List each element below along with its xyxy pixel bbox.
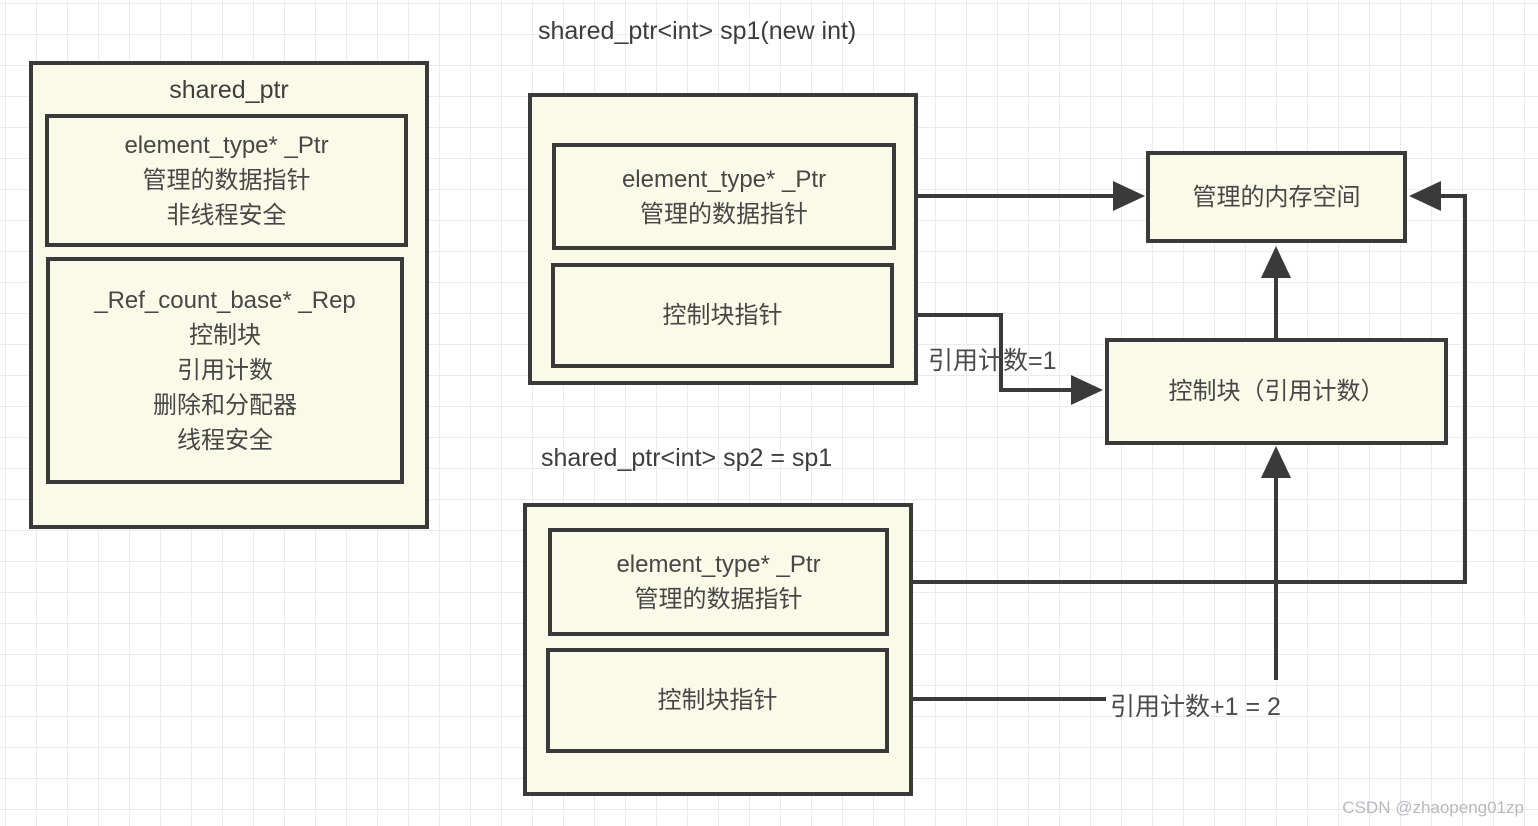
arrowhead-up-into-control [1261,446,1291,478]
sp1-ctrl-box: 控制块指针 [551,263,894,368]
sp2-ctrl-line: 控制块指针 [657,687,778,714]
shared-ptr-rep-field-box: _Ref_count_base* _Rep 控制块 引用计数 删除和分配器 线程… [46,257,404,484]
sp1-ctrl-line: 控制块指针 [662,302,783,329]
ptr-field-line: element_type* _Ptr [124,132,329,159]
ptr-field-line: 非线程安全 [166,202,287,229]
sp2-ptr-box: element_type* _Ptr 管理的数据指针 [548,528,889,636]
rep-field-line: 引用计数 [177,357,273,384]
ref-count-1-label: 引用计数=1 [928,347,1057,375]
control-block-label: 控制块（引用计数） [1168,378,1385,405]
sp2-ptr-line: 管理的数据指针 [634,586,803,613]
managed-memory-label: 管理的内存空间 [1192,183,1361,211]
sp1-ptr-line: 管理的数据指针 [640,200,808,228]
rep-field-line: _Ref_count_base* _Rep [94,287,356,314]
shared-ptr-struct-title: shared_ptr [169,76,289,104]
arrowhead-up-into-memory [1261,246,1291,278]
arrowhead-left-into-memory [1409,181,1441,211]
sp1-ptr-line: element_type* _Ptr [621,165,827,193]
rep-field-line: 控制块 [189,322,261,349]
arrowhead-right-into-control [1071,375,1103,405]
rep-field-line: 线程安全 [177,427,273,454]
ref-count-2-label: 引用计数+1 = 2 [1110,693,1281,721]
control-block-box: 控制块（引用计数） [1105,338,1448,445]
sp1-ptr-box: element_type* _Ptr 管理的数据指针 [552,143,896,250]
csdn-watermark: CSDN @zhaopeng01zp [1342,798,1524,817]
arrowhead-right-into-memory [1113,181,1145,211]
managed-memory-box: 管理的内存空间 [1146,151,1407,243]
sp2-caption: shared_ptr<int> sp2 = sp1 [541,444,833,472]
sp1-caption: shared_ptr<int> sp1(new int) [538,17,857,45]
rep-field-line: 删除和分配器 [153,392,297,419]
ptr-field-line: 管理的数据指针 [142,167,311,194]
sp2-ptr-line: element_type* _Ptr [616,551,821,578]
sp2-ctrl-box: 控制块指针 [546,648,889,753]
shared-ptr-ptr-field-box: element_type* _Ptr 管理的数据指针 非线程安全 [45,114,408,247]
